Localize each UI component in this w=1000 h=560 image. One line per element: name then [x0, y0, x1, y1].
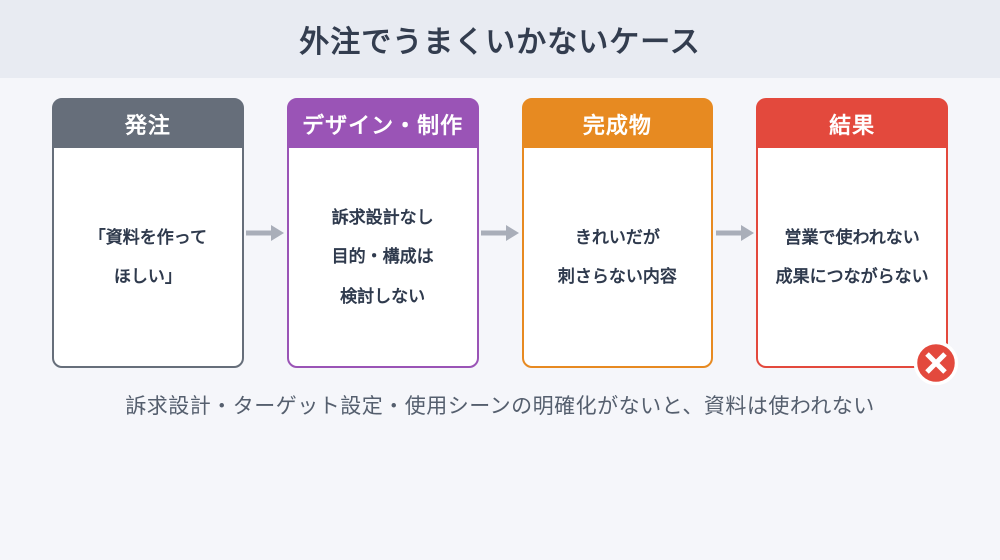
card-body-result: 営業で使われない 成果につながらない	[775, 227, 929, 286]
flow-card-design: デザイン・制作 訴求設計なし 目的・構成は 検討しない	[286, 98, 479, 368]
flow-card-order: 発注 「資料を作って ほしい」	[52, 98, 244, 368]
card-header-design: デザイン・制作	[288, 100, 477, 148]
card-header-deliverable: 完成物	[523, 100, 712, 148]
arrow-right-icon	[715, 225, 754, 241]
page-title: 外注でうまくいかないケース	[299, 26, 701, 59]
card-header-result: 結果	[758, 100, 946, 148]
arrow-cell	[713, 98, 756, 368]
card-header-order: 発注	[54, 100, 242, 148]
arrow-right-icon	[246, 225, 285, 241]
flow-card-deliverable: 完成物 きれいだが 刺さらない内容	[521, 98, 714, 368]
flow-card-result: 結果 営業で使われない 成果につながらない	[756, 98, 959, 386]
card-body-deliverable: きれいだが 刺さらない内容	[557, 227, 677, 286]
flow-diagram: 発注 「資料を作って ほしい」 デザイン・制作 訴求設計なし 目的・構成は 検討…	[0, 98, 1000, 386]
x-mark-icon	[913, 340, 959, 386]
caption-text: 訴求設計・ターゲット設定・使用シーンの明確化がないと、資料は使われない	[125, 395, 875, 418]
arrow-cell	[244, 98, 287, 368]
title-band: 外注でうまくいかないケース	[0, 0, 1000, 78]
card-body-design: 訴求設計なし 目的・構成は 検討しない	[331, 208, 434, 306]
card-body-order: 「資料を作って ほしい」	[88, 227, 207, 286]
arrow-cell	[479, 98, 522, 368]
arrow-right-icon	[481, 225, 519, 241]
